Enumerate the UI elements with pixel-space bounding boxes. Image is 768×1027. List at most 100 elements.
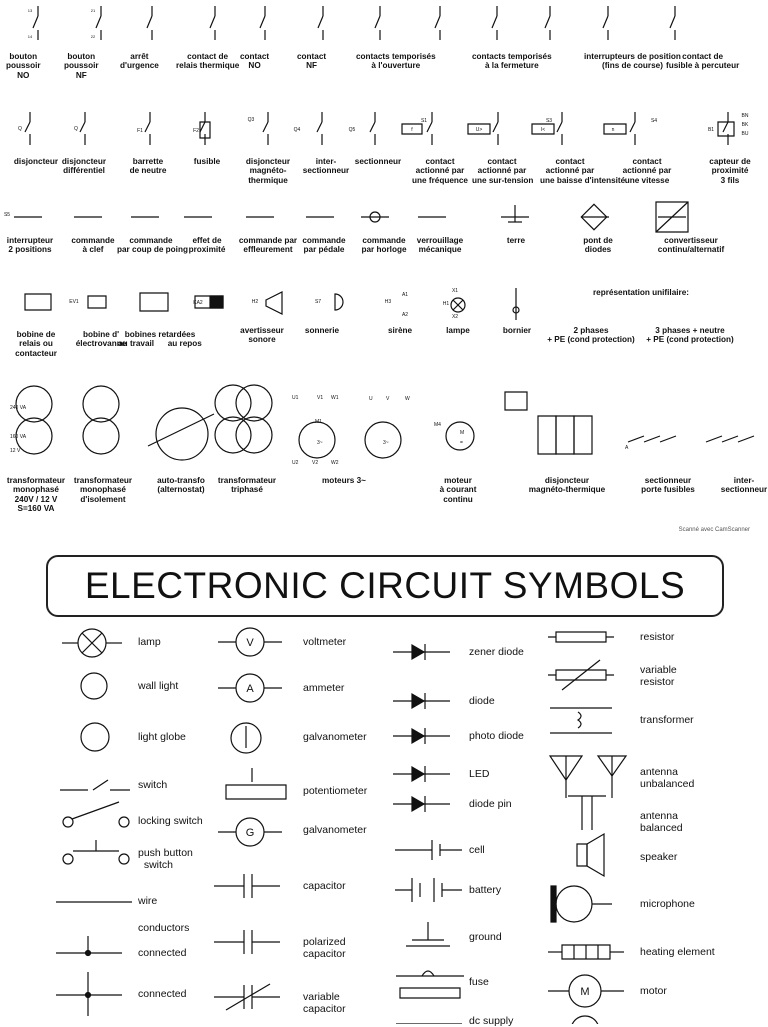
symbol-label-row4: représentation unifilaire: [593,288,689,297]
symbol-label-row1: arrêt d'urgence [120,52,159,71]
electronic-label: zener diode [469,646,524,658]
junction-dot [86,993,91,998]
electronic-label: fuse [469,976,489,988]
symbol-label-row5: disjoncteur magnéto-thermique [528,476,606,495]
electronic-label: potentiometer [303,785,368,797]
electronic-label: photo diode [469,730,524,742]
terminal-mark: V [386,396,390,402]
breaker-symbol [557,122,562,132]
electronic-label: heating element [640,946,715,958]
electronic-label: push button switch [138,847,193,871]
terminal-mark: A2 [402,312,408,318]
electronic-label: variable capacitor [303,991,346,1015]
switch-symbol [93,780,108,790]
terminal-mark: H1 [443,301,450,307]
light-globe-symbol [81,723,109,751]
electronic-label: lamp [138,636,161,648]
symbol-label-row5: transformateur monophasé 240V / 12 V S=1… [6,476,66,514]
symbol-label-row1: contact NO [240,52,270,71]
lamp-symbol [451,298,465,312]
inter-sectionneur [706,436,722,442]
terminal-mark: U2 [292,460,299,466]
symbol-label-row1: contact de relais thermique [176,52,240,71]
motor-symbol [299,422,335,458]
electronic-label: light globe [138,731,186,743]
junction-dot [86,951,91,956]
symbol-label-row1: bouton poussoir NO [6,52,41,80]
terminal-mark: W [405,396,410,402]
converter-box [656,202,688,232]
terminal-mark: W1 [331,395,339,401]
terminal-mark: 3~ [317,440,323,446]
electronic-label: polarized capacitor [303,936,346,960]
terminal-mark: BK [742,122,749,128]
electronic-label: cell [469,844,485,856]
variable-resistor-arrow [562,660,600,690]
terminal-mark: F1 [137,128,143,134]
electronic-label: LED [469,768,490,780]
transformer-winding [236,385,272,421]
breaker-symbol [317,122,322,132]
symbol-label-row3: terre [506,236,526,245]
motor-letter: M [580,986,589,998]
transformer-winding [83,418,119,454]
symbol-label-row5: sectionneur porte fusibles [641,476,695,495]
terminal-mark: S5 [4,212,10,218]
actuator-box [402,124,422,134]
breaker-symbol [25,122,30,132]
horn-symbol [266,292,282,314]
transformer-winding [16,418,52,454]
symbol-label-row2: contact actionné par une sur-tension [472,157,534,185]
terminal-mark: F2 [193,128,199,134]
terminal-mark: 22 [91,34,96,39]
symbol-label-row4: bobine de relais ou contacteur [15,330,57,358]
diode-symbol [412,767,424,781]
electronic-label: switch [138,779,168,791]
meter-letter: G [246,827,255,839]
breaker-module [538,416,556,454]
electronic-label: diode pin [469,798,512,810]
converter-box [656,202,688,232]
locking-switch-symbol [72,802,119,819]
sensor-box [718,122,734,136]
lamp-symbol [82,633,102,653]
contact-symbol [260,16,265,28]
terminal-mark: M [460,430,464,436]
speaker-symbol [587,834,604,876]
breaker-symbol [493,122,498,132]
terminal-mark: = [460,440,463,446]
resistor-symbol [556,632,606,642]
meter-letter: V [246,637,254,649]
terminal-mark: BU [742,131,749,137]
terminal-mark: Q3 [248,117,255,123]
symbol-label-row1: interrupteurs de position (fins de cours… [584,52,681,71]
terminal-mark: U> [476,127,483,133]
diode-symbol [412,645,424,659]
contact-symbol [96,16,101,28]
terminal-mark: M1 [315,419,322,425]
terminal-mark: S4 [651,118,657,124]
symbol-label-row1: contact NF [297,52,327,71]
symbol-label-row4: avertisseur sonore [240,326,284,345]
symbol-label-row2: disjoncteur [13,157,59,166]
clock-symbol [370,212,380,222]
microphone-symbol [556,886,592,922]
locking-switch-symbol [119,817,129,827]
bell-symbol [335,294,343,310]
title-box: ELECTRONIC CIRCUIT SYMBOLS [46,555,724,617]
terminal-mark: 14 [28,34,33,39]
page-title: ELECTRONIC CIRCUIT SYMBOLS [84,565,686,606]
actuator-box [468,124,490,134]
fuse-disconnector [660,436,676,442]
transformer-symbol [578,712,581,728]
speaker-symbol [577,844,587,866]
symbol-label-row1: bouton poussoir NF [64,52,99,80]
symbol-label-row2: disjoncteur magnéto- thermique [245,157,291,185]
contact-symbol [670,16,675,28]
transformer-winding [83,386,119,422]
terminal-mark: BN [742,113,749,119]
electronic-label: wire [138,895,158,907]
symbol-label-row5: auto-transfo (alternostat) [157,476,205,495]
breaker-symbol [723,122,728,132]
scanner-note: Scanné avec CamScanner [678,527,750,533]
